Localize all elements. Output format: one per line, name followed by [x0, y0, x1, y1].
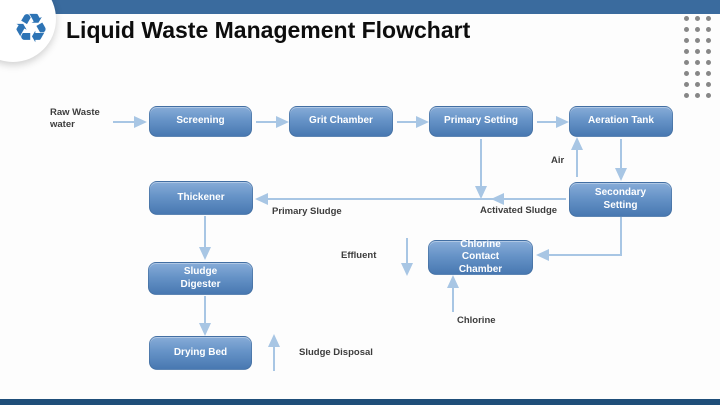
- dot: [695, 49, 700, 54]
- arrow-secondary-to-chlorine: [536, 216, 622, 261]
- node-aeration-tank: Aeration Tank: [569, 106, 673, 137]
- dot: [706, 16, 711, 21]
- dot: [684, 49, 689, 54]
- dot: [706, 82, 711, 87]
- node-grit-chamber: Grit Chamber: [289, 106, 393, 137]
- dot: [706, 49, 711, 54]
- dots-grid: [684, 16, 711, 98]
- dot: [684, 38, 689, 43]
- dot: [695, 16, 700, 21]
- label-effluent: Effluent: [341, 250, 377, 261]
- dot: [706, 27, 711, 32]
- dot: [684, 71, 689, 76]
- dot: [684, 60, 689, 65]
- dot: [695, 82, 700, 87]
- node-drying-bed: Drying Bed: [149, 336, 252, 370]
- dot: [684, 93, 689, 98]
- dot: [684, 27, 689, 32]
- node-chlorine-contact-chamber: Chlorine Contact Chamber: [428, 239, 533, 275]
- dot: [684, 82, 689, 87]
- dot: [706, 71, 711, 76]
- dot: [695, 93, 700, 98]
- label-chlorine: Chlorine: [457, 315, 496, 326]
- dot: [684, 16, 689, 21]
- label-primary-sludge: Primary Sludge: [272, 206, 342, 217]
- label-raw-waste-water: Raw Waste water: [50, 107, 100, 131]
- dot: [695, 71, 700, 76]
- dot: [706, 93, 711, 98]
- dot: [706, 38, 711, 43]
- node-sludge-digester: Sludge Digester: [148, 262, 253, 295]
- dot: [695, 38, 700, 43]
- label-air: Air: [551, 155, 565, 166]
- top-accent-bar: [0, 0, 720, 14]
- node-primary-setting: Primary Setting: [429, 106, 533, 137]
- dot: [706, 60, 711, 65]
- node-thickener: Thickener: [149, 181, 253, 215]
- page-title: Liquid Waste Management Flowchart: [66, 17, 471, 43]
- dot: [695, 60, 700, 65]
- dot: [695, 27, 700, 32]
- node-screening: Screening: [149, 106, 252, 137]
- recycle-icon: ♻: [13, 7, 49, 51]
- node-secondary-setting: Secondary Setting: [569, 182, 672, 217]
- label-sludge-disposal: Sludge Disposal: [299, 347, 373, 358]
- bottom-accent-bar: [0, 399, 720, 405]
- label-activated-sludge: Activated Sludge: [480, 205, 558, 216]
